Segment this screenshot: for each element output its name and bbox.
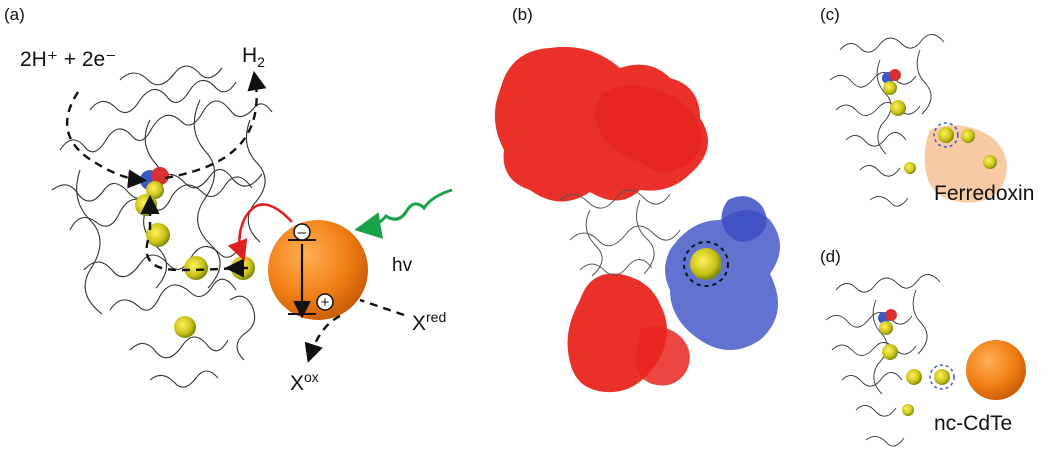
redox-arrows: [304, 298, 405, 363]
reductant-superscript: red: [426, 309, 446, 325]
fes-cluster-icon: [882, 69, 997, 174]
panel-b: (b): [494, 5, 780, 393]
panel-c: (c) Ferredoxin: [820, 5, 1034, 207]
panel-d-label: (d): [820, 247, 841, 266]
hole-marker: [316, 293, 334, 311]
photon-wave-icon: [354, 188, 453, 239]
reductant-symbol: X: [412, 312, 426, 335]
oxidant-superscript: ox: [304, 369, 319, 385]
product-label: H2: [242, 44, 265, 70]
product-symbol: H: [242, 44, 257, 67]
protein-backbone-icon: [825, 274, 941, 447]
electron-sign: –: [298, 224, 307, 241]
reactant-label: 2H⁺ + 2e⁻: [20, 48, 116, 71]
nanocrystal-sphere-icon: – +: [268, 220, 368, 320]
product-subscript: 2: [257, 54, 265, 70]
protein-backbone-icon: [559, 189, 681, 277]
electron-transfer-arrow: [227, 203, 293, 262]
contact-highlight: [929, 364, 955, 390]
panel-a-label: (a): [4, 5, 25, 24]
protein-backbone-icon: [829, 34, 945, 207]
ferredoxin-surface: [924, 125, 1007, 203]
reductant-label: Xred: [412, 309, 446, 335]
ferredoxin-label: Ferredoxin: [934, 182, 1034, 205]
oxidant-label: Xox: [290, 369, 319, 395]
positive-potential-surface: [665, 196, 780, 350]
panel-c-label: (c): [820, 5, 840, 24]
oxidant-symbol: X: [290, 372, 304, 395]
nanocrystal-sphere-icon: [966, 340, 1026, 400]
panel-b-label: (b): [512, 5, 533, 24]
nc-cdte-label: nc-CdTe: [934, 412, 1012, 435]
panel-d: (d) nc-CdTe: [820, 247, 1026, 447]
light-label: hv: [392, 255, 413, 276]
electron-marker: [293, 223, 311, 241]
hole-sign: +: [321, 294, 330, 311]
proton-pathway: [65, 70, 267, 278]
fes-cluster-icon: [683, 241, 729, 287]
contact-highlight: [933, 122, 959, 148]
panel-a: (a): [4, 5, 453, 395]
fes-cluster-icon: [878, 309, 955, 416]
negative-potential-surface: [494, 46, 708, 393]
active-site-highlight: [683, 241, 729, 287]
